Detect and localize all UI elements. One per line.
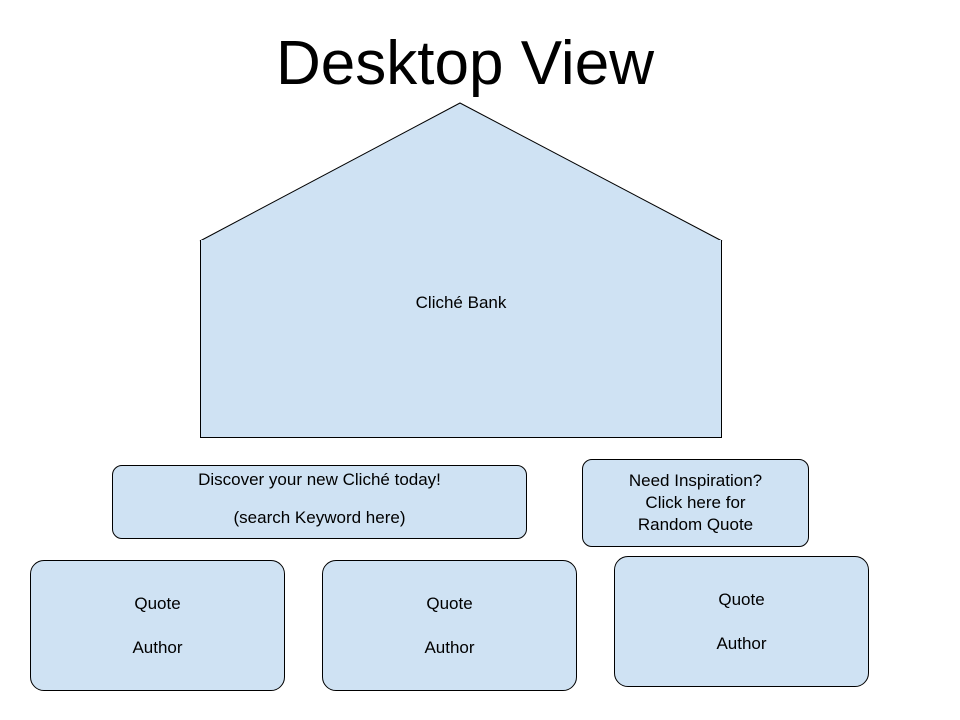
quote-card[interactable]: Quote Author [322,560,577,691]
keyword-search-box[interactable]: Discover your new Cliché today! (search … [112,465,527,539]
quote-text: Quote [718,590,765,609]
search-placeholder: (search Keyword here) [233,508,406,527]
quote-text: Quote [426,594,473,613]
random-quote-line-2: Click here for [645,493,746,512]
banner-label: Cliché Bank [415,293,507,312]
cliche-bank-banner: Cliché Bank [200,240,722,438]
search-heading: Discover your new Cliché today! [198,470,441,489]
quote-card[interactable]: Quote Author [614,556,869,687]
quote-card[interactable]: Quote Author [30,560,285,691]
page-title: Desktop View [276,29,654,98]
quote-author: Author [424,638,475,657]
random-quote-button[interactable]: Need Inspiration? Click here for Random … [582,459,809,547]
random-quote-line-1: Need Inspiration? [628,471,763,490]
quote-text: Quote [134,594,181,613]
quote-author: Author [132,638,183,657]
quote-author: Author [716,634,767,653]
random-quote-line-3: Random Quote [637,515,754,534]
banner-roof-triangle [199,102,723,242]
